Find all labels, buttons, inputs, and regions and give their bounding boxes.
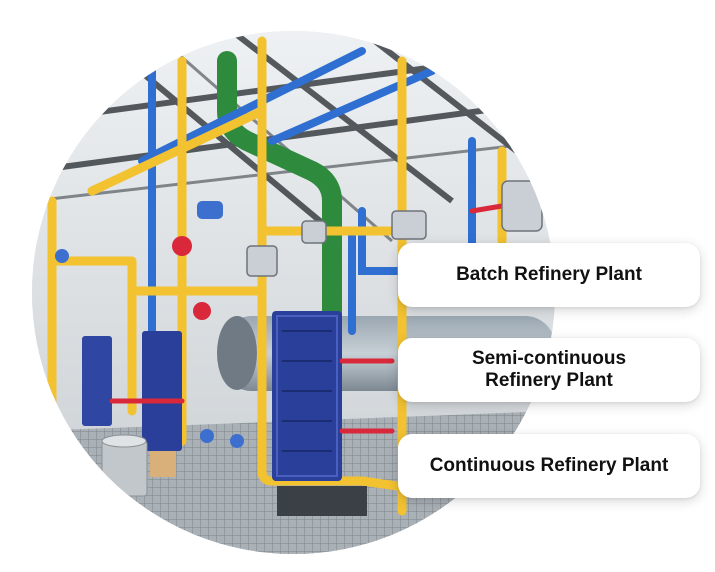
semi-continuous-refinery-plant-button[interactable]: Semi-continuous Refinery Plant bbox=[398, 338, 700, 402]
continuous-refinery-plant-label: Continuous Refinery Plant bbox=[429, 455, 669, 476]
batch-refinery-plant-button[interactable]: Batch Refinery Plant bbox=[398, 243, 700, 307]
semi-continuous-label-line2: Refinery Plant bbox=[485, 370, 613, 391]
semi-continuous-label-line1: Semi-continuous bbox=[471, 348, 627, 369]
continuous-refinery-plant-button[interactable]: Continuous Refinery Plant bbox=[398, 434, 700, 498]
batch-refinery-plant-label: Batch Refinery Plant bbox=[456, 264, 642, 285]
